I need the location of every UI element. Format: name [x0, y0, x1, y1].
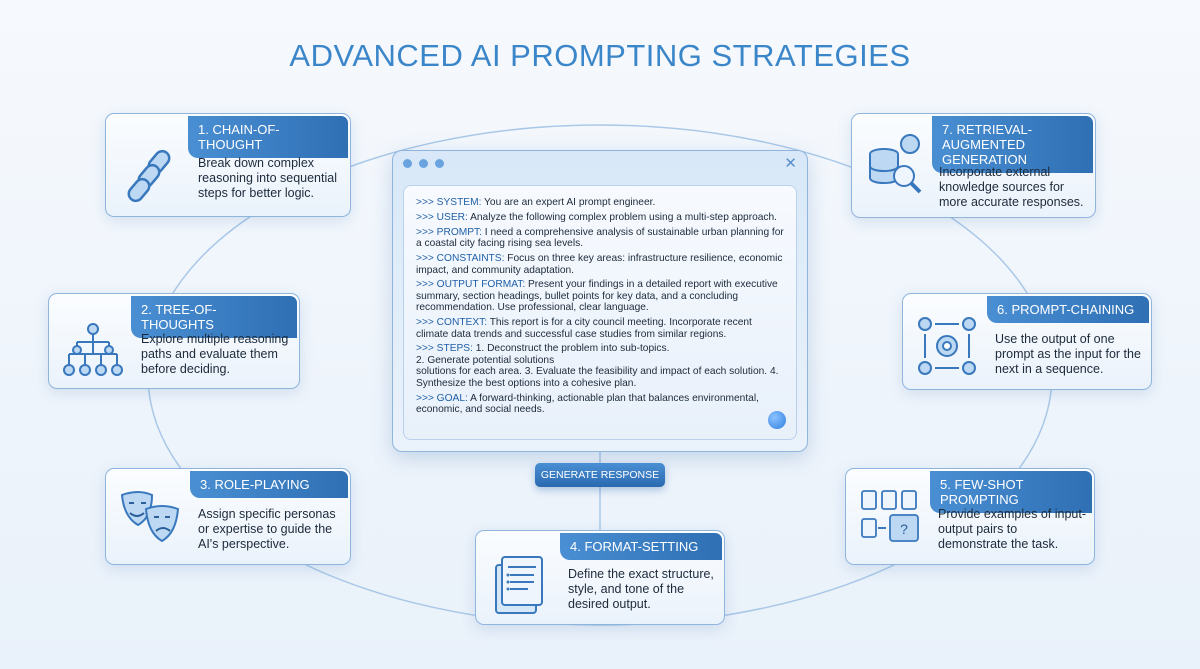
card-title: 5. FEW-SHOT PROMPTING [930, 471, 1092, 513]
prompt-key: >>> STEPS: [416, 343, 473, 355]
card-title: 7. RETRIEVAL-AUGMENTED GENERATION [932, 116, 1093, 173]
prompt-text: 1. Deconstruct the problem into sub-topi… [416, 343, 779, 389]
card-retrieval-augmented-generation: 7. RETRIEVAL-AUGMENTED GENERATION Incorp… [851, 113, 1096, 218]
examples-icon: ? [861, 490, 919, 542]
card-few-shot-prompting: 5. FEW-SHOT PROMPTING ? Provide examples… [845, 468, 1095, 565]
page-title: ADVANCED AI PROMPTING STRATEGIES [289, 38, 911, 73]
prompt-key: >>> PROMPT: [416, 226, 482, 238]
card-title: 3. ROLE-PLAYING [190, 471, 348, 498]
prompt-text: This report is for a city council meetin… [416, 317, 752, 340]
prompt-key: >>> CONTEXT: [416, 317, 488, 329]
card-title: 6. PROMPT-CHAINING [987, 296, 1149, 323]
card-description: Break down complex reasoning into sequen… [198, 156, 337, 200]
prompt-text: Present your findings in a detailed repo… [416, 279, 778, 314]
prompt-text: You are an expert AI prompt engineer. [481, 197, 656, 208]
card-chain-of-thought: 1. CHAIN-OF-THOUGHT Break down complex r… [105, 113, 351, 217]
card-description: Provide examples of input-output pairs t… [938, 507, 1086, 551]
card-description: Incorporate external knowledge sources f… [939, 165, 1084, 209]
card-role-playing: 3. ROLE-PLAYING Assign specific personas… [105, 468, 351, 565]
tree-icon [63, 323, 123, 376]
prompt-key: >>> SYSTEM: [416, 197, 482, 208]
prompt-text-area[interactable]: >>> SYSTEM: You are an expert AI prompt … [403, 185, 797, 440]
generate-response-button[interactable]: GENERATE RESPONSE [535, 463, 665, 487]
prompt-text: Focus on three key areas: infrastructure… [416, 253, 783, 276]
prompt-line: >>> USER: Analyze the following complex … [416, 212, 784, 223]
gears-icon [918, 317, 976, 375]
document-icon [495, 556, 543, 614]
prompt-text: Analyze the following complex problem us… [467, 211, 778, 223]
prompt-line: >>> SYSTEM: You are an expert AI prompt … [416, 197, 784, 208]
prompt-line: >>> PROMPT: I need a comprehensive analy… [416, 227, 784, 250]
svg-text:?: ? [900, 521, 908, 537]
card-prompt-chaining: 6. PROMPT-CHAINING Use the output of one… [902, 293, 1152, 390]
prompt-key: >>> OUTPUT FORMAT: [416, 279, 526, 291]
card-description: Assign specific personas or expertise to… [198, 507, 336, 551]
card-description: Define the exact structure, style, and t… [568, 567, 714, 611]
card-format-setting: 4. FORMAT-SETTING Define the exact struc… [475, 530, 725, 625]
window-dot[interactable] [435, 159, 444, 168]
card-title: 2. TREE-OF-THOUGHTS [131, 296, 297, 338]
prompt-line: >>> STEPS: 1. Deconstruct the problem in… [416, 343, 784, 389]
card-description: Use the output of one prompt as the inpu… [995, 332, 1141, 376]
prompt-key: >>> CONSTAINTS: [416, 253, 505, 265]
window-dot[interactable] [419, 159, 428, 168]
prompt-text: I need a comprehensive analysis of susta… [416, 226, 784, 250]
card-title: 4. FORMAT-SETTING [560, 533, 722, 560]
assistant-orb-icon[interactable] [768, 411, 786, 429]
prompt-key: >>> USER: [416, 211, 468, 223]
theater-masks-icon [120, 491, 180, 543]
card-description: Explore multiple reasoning paths and eva… [141, 332, 289, 376]
window-dot[interactable] [403, 159, 412, 168]
card-title: 1. CHAIN-OF-THOUGHT [188, 116, 348, 158]
prompt-text: A forward-thinking, actionable plan that… [416, 392, 759, 415]
prompt-key: >>> GOAL: [416, 392, 468, 404]
chain-link-icon [127, 149, 171, 203]
close-icon[interactable]: ✕ [784, 155, 797, 172]
prompt-window: ✕ >>> SYSTEM: You are an expert AI promp… [392, 150, 808, 452]
window-controls [403, 159, 444, 168]
prompt-line: >>> CONTEXT: This report is for a city c… [416, 317, 784, 340]
prompt-line: >>> CONSTAINTS: Focus on three key areas… [416, 253, 784, 276]
prompt-line: >>> GOAL: A forward-thinking, actionable… [416, 393, 784, 416]
database-search-icon [869, 134, 922, 194]
card-tree-of-thoughts: 2. TREE-OF-THOUGHTS Explore multiple rea… [48, 293, 300, 389]
prompt-line: >>> OUTPUT FORMAT: Present your findings… [416, 279, 784, 313]
